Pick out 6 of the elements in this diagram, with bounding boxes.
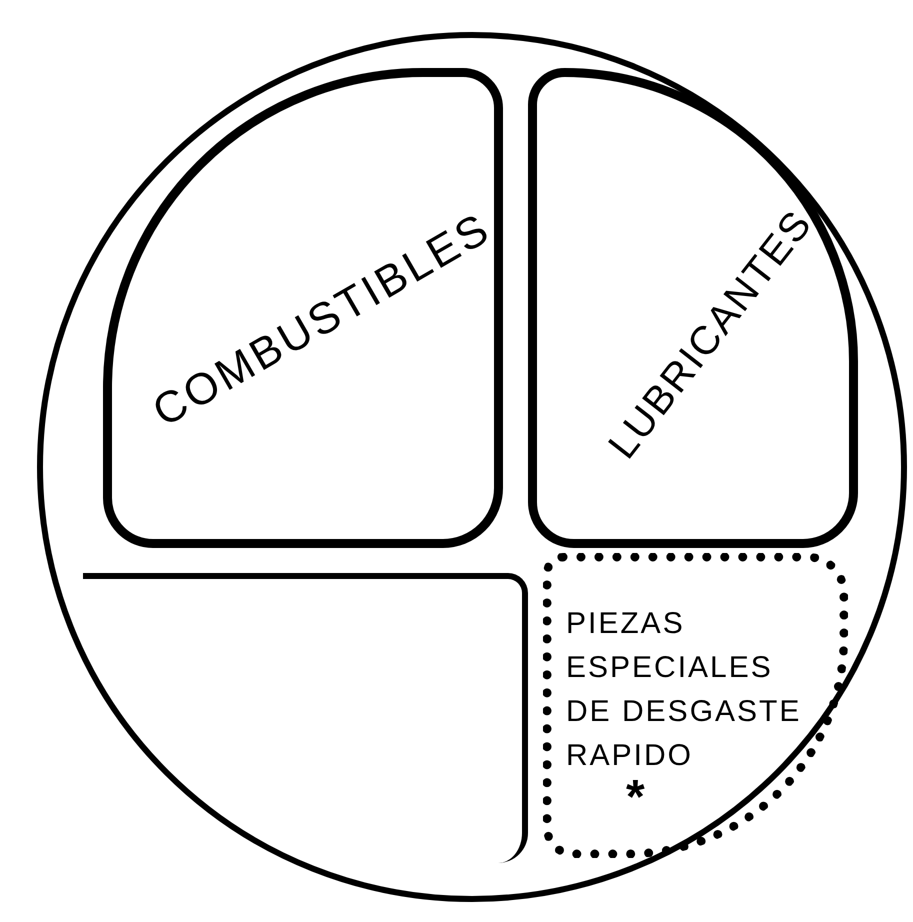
rounded-region — [103, 68, 503, 548]
region-label: PIEZAS ESPECIALES DE DESGASTE RAPIDO — [566, 606, 802, 774]
asterisk-mark: * — [626, 778, 645, 818]
dotted-region — [543, 553, 848, 858]
rounded-region — [528, 68, 858, 548]
empty-region — [83, 573, 528, 863]
